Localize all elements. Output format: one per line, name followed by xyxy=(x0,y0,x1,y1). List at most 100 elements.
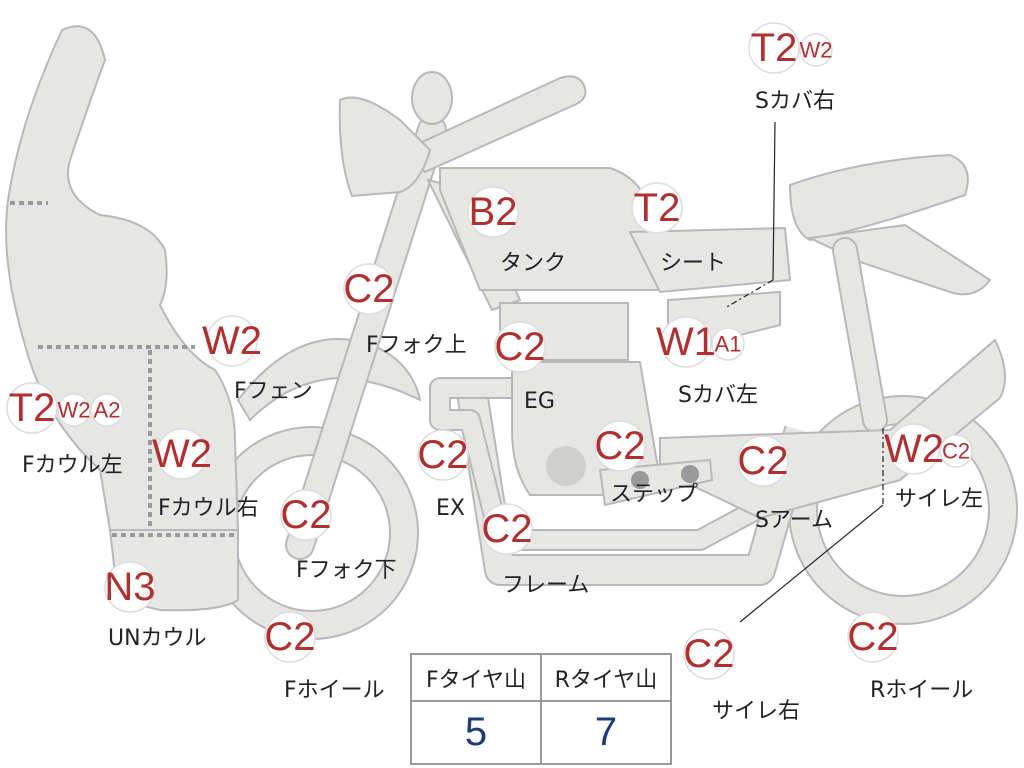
part-code: C2 xyxy=(343,267,394,311)
part-code: C2 xyxy=(494,325,545,369)
code-badge xyxy=(711,327,745,361)
leader-silencer-r xyxy=(739,504,884,623)
mirror-shape xyxy=(411,71,453,125)
part-code: W2 xyxy=(58,398,91,423)
front-tire-value: 5 xyxy=(464,710,488,754)
part-code: A1 xyxy=(715,332,742,357)
part-code: T2 xyxy=(751,26,798,70)
part-label: Fフォク下 xyxy=(296,558,397,583)
headlight-shape xyxy=(338,96,432,198)
part-label: Fホイール xyxy=(284,678,385,703)
part-label: Sアーム xyxy=(755,508,833,533)
code-badge xyxy=(264,611,316,663)
engine-cover-shape xyxy=(546,446,586,486)
part-code: C2 xyxy=(417,433,468,477)
part-label: Fカウル左 xyxy=(22,453,123,478)
callout-seat: T2 シート xyxy=(631,182,726,276)
part-code: W1 xyxy=(656,320,716,364)
part-code: B2 xyxy=(469,190,518,234)
code-badge xyxy=(939,434,973,468)
code-badge xyxy=(660,316,712,368)
part-code: C2 xyxy=(594,424,645,468)
part-label: サイレ左 xyxy=(895,487,983,512)
leader-s-cover-r xyxy=(772,121,776,281)
part-label: Sカバ左 xyxy=(678,383,758,408)
part-label: Fフォク上 xyxy=(366,333,467,358)
part-label: サイレ右 xyxy=(712,699,800,724)
part-code: C2 xyxy=(481,507,532,551)
part-label: シート xyxy=(660,251,726,276)
part-code: N3 xyxy=(104,565,155,609)
callout-tank: B2 タンク xyxy=(467,186,566,276)
callout-silencer-r: C2 サイレ右 xyxy=(683,628,800,724)
part-label: EG xyxy=(524,389,555,414)
part-code: W2 xyxy=(800,38,833,63)
step-peg-2 xyxy=(681,465,699,483)
part-label: タンク xyxy=(500,251,566,276)
seat-shape xyxy=(628,226,792,294)
code-badge xyxy=(417,429,469,481)
code-badge xyxy=(631,182,683,234)
leader-s-cover-r-2 xyxy=(724,279,774,309)
code-badge xyxy=(280,489,332,541)
part-label: Fカウル右 xyxy=(158,496,259,521)
code-badge xyxy=(737,435,789,487)
code-badge xyxy=(799,33,833,67)
callout-step: C2 ステップ xyxy=(594,420,698,507)
code-badge xyxy=(494,321,546,373)
code-badge xyxy=(343,263,395,315)
code-badge xyxy=(594,420,646,472)
code-badge xyxy=(156,428,208,480)
code-badge xyxy=(57,393,91,427)
part-label: フレーム xyxy=(502,573,589,598)
part-code: C2 xyxy=(683,632,734,676)
part-label: UNカウル xyxy=(108,626,207,651)
part-code: W2 xyxy=(884,427,944,471)
part-label: Sカバ右 xyxy=(755,89,835,114)
code-badge xyxy=(104,561,156,613)
rear-tire-value: 7 xyxy=(540,702,670,763)
tire-tread-table: Fタイヤ山 Rタイヤ山 5 7 xyxy=(410,653,672,765)
part-label: EX xyxy=(436,496,465,521)
code-badge xyxy=(683,628,735,680)
part-code: C2 xyxy=(737,439,788,483)
part-label: Rホイール xyxy=(870,678,973,703)
part-code: A2 xyxy=(94,398,121,423)
part-label: ステップ xyxy=(610,482,698,507)
part-code: C2 xyxy=(847,615,898,659)
part-code: W2 xyxy=(202,319,262,363)
code-badge xyxy=(847,611,899,663)
part-code: C2 xyxy=(264,615,315,659)
part-code: C2 xyxy=(942,439,970,464)
callout-frame: C2 フレーム xyxy=(481,503,589,598)
code-badge xyxy=(90,393,124,427)
tail-shape xyxy=(788,153,969,242)
handlebar-shape xyxy=(403,75,587,174)
code-badge xyxy=(748,22,800,74)
rear-tire-header: Rタイヤ山 xyxy=(540,655,670,700)
code-badge xyxy=(206,315,258,367)
code-badge xyxy=(481,503,533,555)
part-label: Fフェン xyxy=(234,379,313,404)
code-badge xyxy=(6,382,58,434)
rear-shock-inner xyxy=(834,239,886,431)
part-code: W2 xyxy=(152,432,212,476)
front-tire-header: Fタイヤ山 xyxy=(426,667,526,693)
rear-wheel-shape-inner xyxy=(790,397,1016,623)
part-code: C2 xyxy=(280,493,331,537)
part-code: T2 xyxy=(634,186,681,230)
